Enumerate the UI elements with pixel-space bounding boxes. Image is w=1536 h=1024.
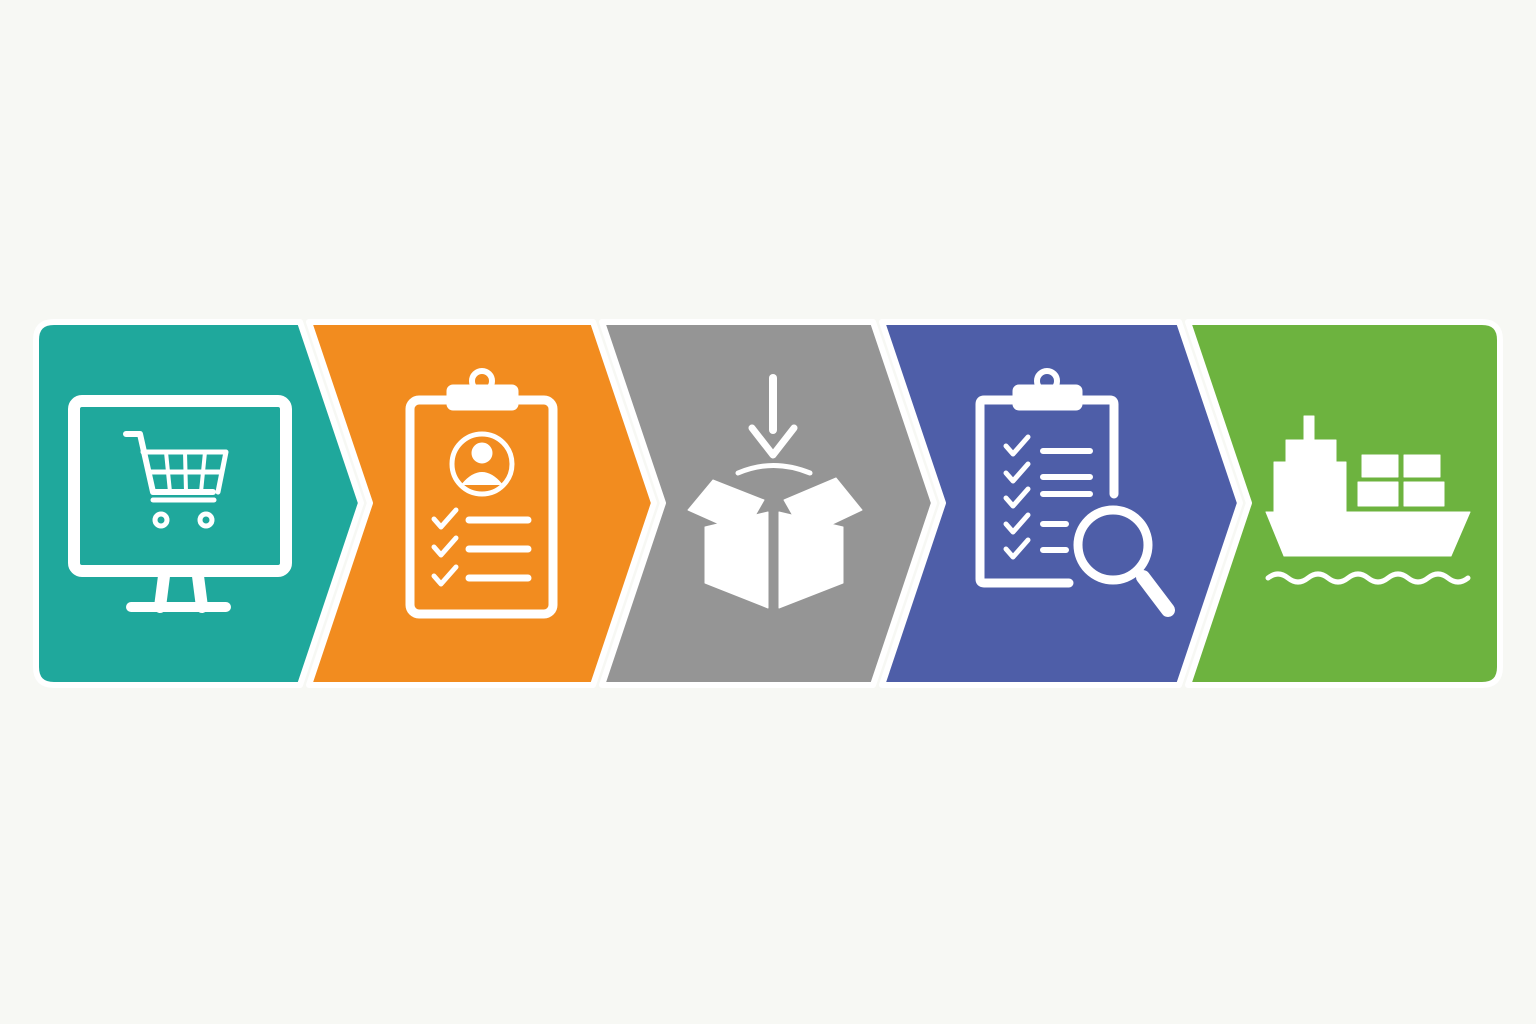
step-order-segment (33, 319, 364, 688)
step-pack-segment (599, 319, 937, 688)
step-review-segment (306, 319, 657, 688)
